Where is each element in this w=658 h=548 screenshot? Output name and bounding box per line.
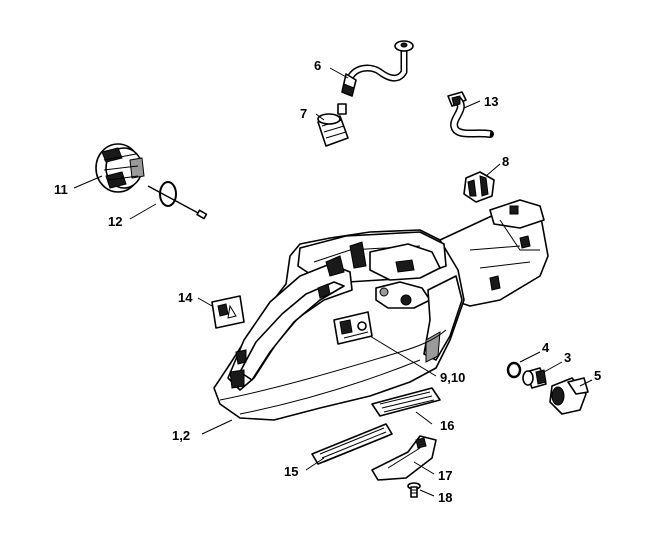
callout-11: 11 bbox=[54, 182, 68, 197]
callout-13: 13 bbox=[484, 94, 498, 109]
callout-labels: 6 7 13 8 11 12 14 9,10 4 3 5 1,2 16 15 1… bbox=[54, 58, 601, 505]
part-label-9-10 bbox=[333, 311, 373, 345]
callout-16: 16 bbox=[440, 418, 454, 433]
callout-17: 17 bbox=[438, 468, 452, 483]
part-label-14 bbox=[211, 295, 245, 329]
part-fuel-hose bbox=[341, 40, 414, 97]
callout-4: 4 bbox=[542, 340, 550, 355]
part-o-ring-4 bbox=[506, 361, 522, 379]
part-main-housing bbox=[213, 199, 549, 421]
callout-1-2: 1,2 bbox=[172, 428, 190, 443]
callout-15: 15 bbox=[284, 464, 298, 479]
leader-lines bbox=[73, 67, 593, 497]
part-damper bbox=[463, 171, 495, 203]
part-screw-18 bbox=[407, 482, 421, 498]
callout-12: 12 bbox=[108, 214, 122, 229]
part-pickup-hose bbox=[447, 91, 494, 138]
callout-18: 18 bbox=[438, 490, 452, 505]
callout-9-10: 9,10 bbox=[440, 370, 465, 385]
part-cover-17 bbox=[371, 435, 437, 481]
callout-6: 6 bbox=[314, 58, 321, 73]
callout-7: 7 bbox=[300, 106, 307, 121]
callout-5: 5 bbox=[594, 368, 601, 383]
part-o-ring bbox=[147, 181, 208, 220]
part-pad-16 bbox=[371, 387, 441, 417]
part-pad-15 bbox=[311, 423, 393, 465]
part-cap-5 bbox=[549, 377, 589, 415]
part-fitting-3 bbox=[522, 367, 547, 389]
callout-14: 14 bbox=[178, 290, 193, 305]
callout-8: 8 bbox=[502, 154, 509, 169]
part-fuel-filter bbox=[317, 103, 349, 147]
callout-3: 3 bbox=[564, 350, 571, 365]
part-oil-pump bbox=[95, 143, 145, 193]
